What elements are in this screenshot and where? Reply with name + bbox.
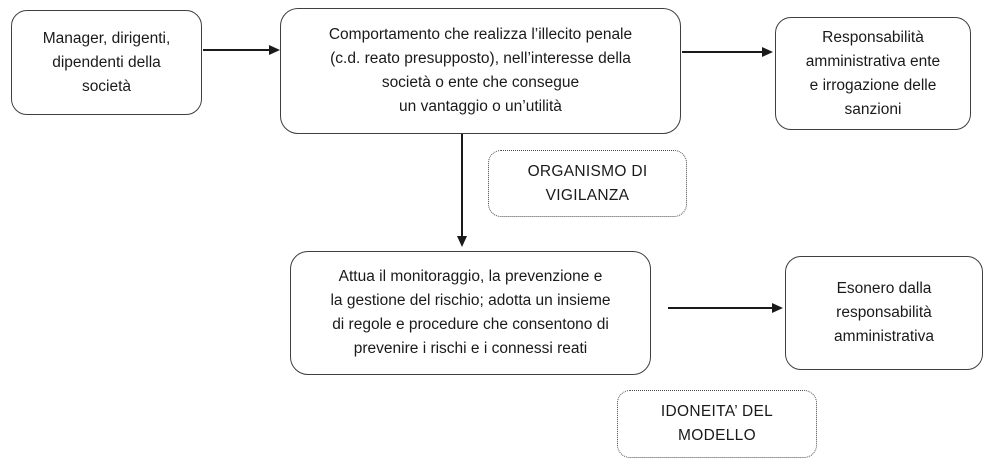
idoneita-del-modello-label: IDONEITA’ DEL MODELLO bbox=[617, 390, 817, 458]
responsabilita-amministrativa-box: Responsabilità amministrativa ente e irr… bbox=[775, 17, 971, 130]
organismo-di-vigilanza-label: ORGANISMO DI VIGILANZA bbox=[488, 150, 687, 217]
esonero-responsabilita-box: Esonero dalla responsabilità amministrat… bbox=[785, 256, 983, 370]
arrow-line bbox=[203, 49, 270, 51]
comportamento-illecito-box: Comportamento che realizza l’illecito pe… bbox=[280, 8, 681, 134]
arrow-head-down-icon bbox=[456, 236, 467, 247]
attua-monitoraggio-box: Attua il monitoraggio, la prevenzione e … bbox=[290, 251, 651, 375]
arrow-line bbox=[668, 307, 773, 309]
manager-box: Manager, dirigenti, dipendenti della soc… bbox=[11, 10, 202, 115]
arrow-head-right-icon bbox=[762, 46, 773, 57]
arrow-head-right-icon bbox=[269, 44, 280, 55]
arrow-head-right-icon bbox=[772, 302, 783, 313]
arrow-line bbox=[682, 51, 763, 53]
arrow-line bbox=[461, 134, 463, 237]
